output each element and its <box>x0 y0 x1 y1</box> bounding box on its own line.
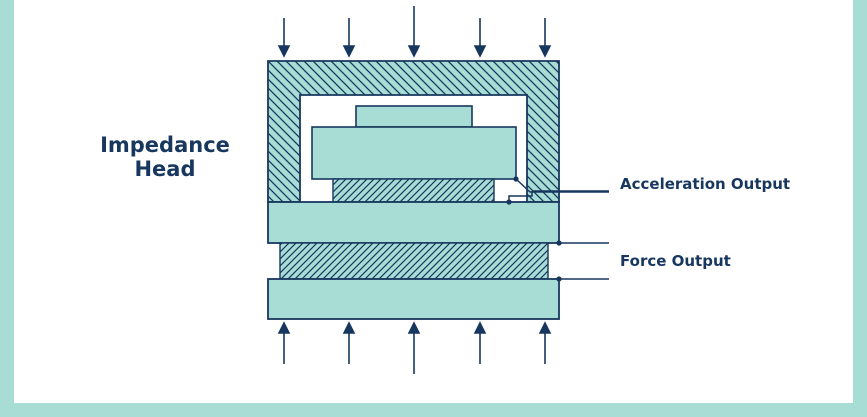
force-crystal <box>279 242 549 280</box>
acceleration-leader-upper <box>515 178 609 193</box>
arrowhead-down-1 <box>277 45 291 58</box>
acceleration-node-1 <box>513 176 519 182</box>
acceleration-crystal <box>332 178 495 203</box>
arrowhead-up-1 <box>277 321 291 334</box>
bottom-force-arrows <box>277 321 552 374</box>
force-node-1 <box>556 240 562 246</box>
arrowhead-down-2 <box>342 45 356 58</box>
arrowhead-down-3 <box>407 45 421 58</box>
arrowhead-down-4 <box>473 45 487 58</box>
diagram-title: Impedance Head <box>85 133 245 181</box>
arrowhead-down-5 <box>538 45 552 58</box>
acceleration-leader-lower-a <box>508 191 533 202</box>
force-output-label: Force Output <box>620 252 731 270</box>
arrowhead-up-2 <box>342 321 356 334</box>
force-leader-lines <box>559 242 609 280</box>
acceleration-leader-lines <box>508 178 609 202</box>
acceleration-output-label: Acceleration Output <box>620 175 791 193</box>
top-force-arrows <box>277 6 552 58</box>
force-node-2 <box>556 276 562 282</box>
base-plate <box>267 201 560 244</box>
title-line-2: Head <box>134 157 196 181</box>
arrowhead-up-4 <box>473 321 487 334</box>
seismic-mass <box>311 126 517 180</box>
title-line-1: Impedance <box>100 133 230 157</box>
arrowhead-up-5 <box>538 321 552 334</box>
arrowhead-up-3 <box>407 321 421 334</box>
top-small-block <box>355 105 473 128</box>
bottom-plate <box>267 278 560 320</box>
acceleration-node-2 <box>506 199 512 205</box>
